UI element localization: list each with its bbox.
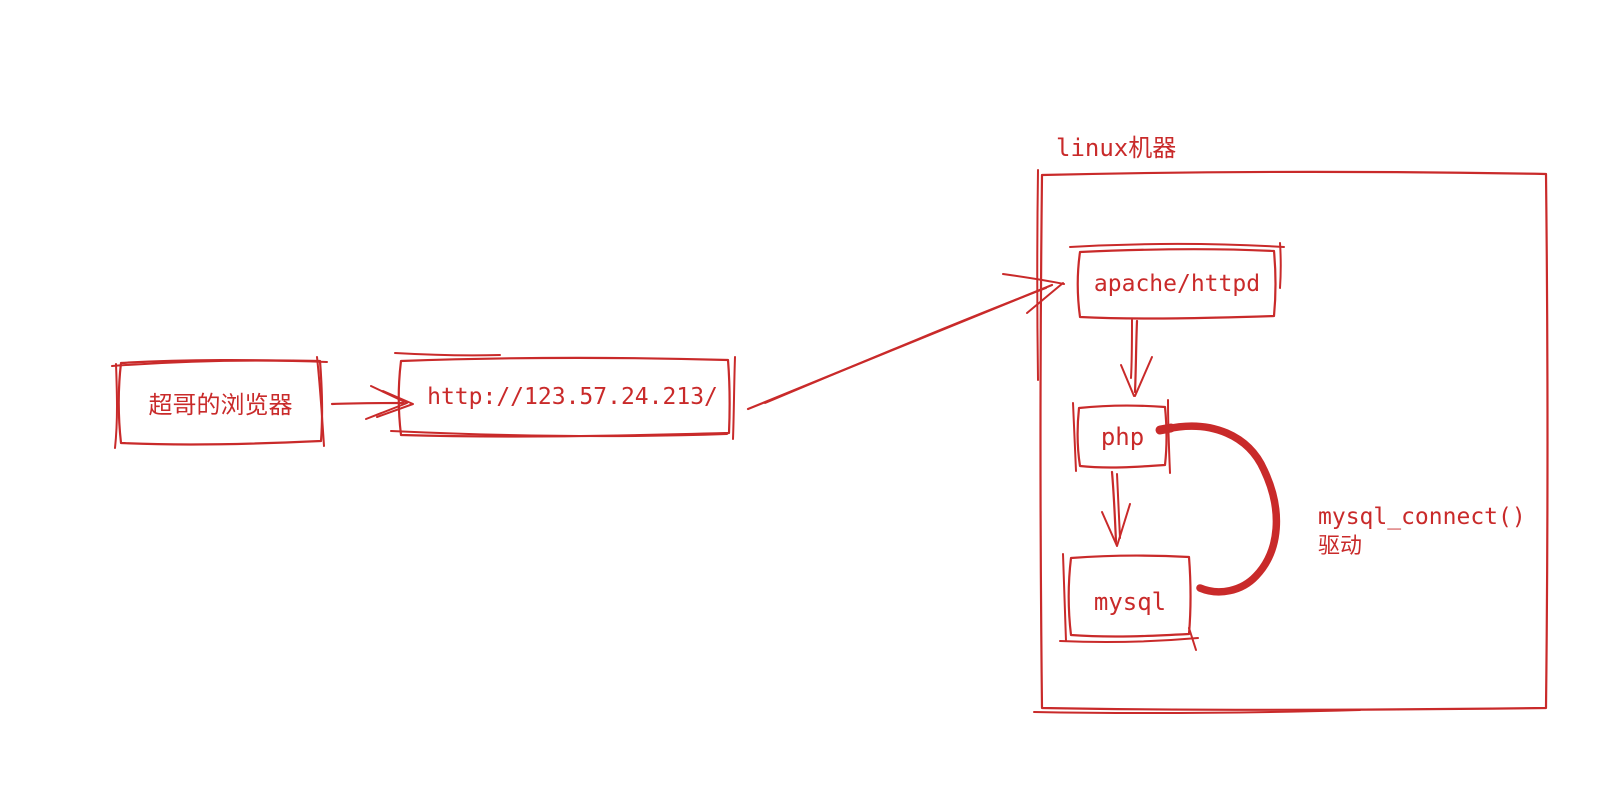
arrow-apache-to-php bbox=[1120, 319, 1153, 397]
mysql-label: mysql bbox=[1093, 588, 1167, 616]
url-label: http://123.57.24.213/ bbox=[427, 384, 718, 410]
arrow-apache-to-php-shaft-overdraw bbox=[1130, 319, 1133, 379]
arrow-url-to-apache bbox=[746, 273, 1065, 411]
php-box-outline bbox=[1076, 404, 1168, 469]
arrow-url-to-apache-shaft-overdraw bbox=[764, 287, 1047, 404]
browser-node-box bbox=[111, 356, 328, 449]
curve-php-to-mysql-stroke bbox=[1162, 422, 1281, 596]
linux-machine-title: linux机器 bbox=[1056, 133, 1177, 162]
apache-box-overdraw-right bbox=[1279, 242, 1282, 289]
arrow-php-to-mysql-shaft bbox=[1110, 470, 1118, 544]
curve-php-to-mysql bbox=[1155, 422, 1281, 596]
mysql-connect-annotation: mysql_connect() 驱动 bbox=[1318, 502, 1526, 562]
mysql-connect-annotation-line2: 驱动 bbox=[1318, 534, 1363, 559]
url-box-outline bbox=[397, 356, 731, 438]
url-node-box bbox=[390, 352, 736, 440]
arrow-url-to-apache-head-bottom bbox=[1026, 282, 1064, 314]
arrow-browser-to-url bbox=[330, 385, 414, 420]
apache-box-overdraw-top bbox=[1069, 243, 1285, 248]
arrow-php-to-mysql-head bbox=[1101, 503, 1131, 547]
mysql-box-outline bbox=[1067, 554, 1192, 638]
arrow-php-to-mysql-shaft-overdraw bbox=[1116, 473, 1121, 539]
url-box-overdraw-right bbox=[732, 356, 736, 440]
apache-label: apache/httpd bbox=[1093, 271, 1261, 297]
linux-box-outline bbox=[1039, 170, 1549, 711]
browser-box-overdraw-right bbox=[316, 356, 325, 447]
arrow-apache-to-php-shaft bbox=[1133, 319, 1139, 394]
linux-machine-box bbox=[1033, 169, 1549, 715]
arrow-url-to-apache-head-top bbox=[1002, 273, 1065, 285]
url-box-overdraw-top bbox=[394, 352, 501, 357]
linux-box-overdraw-bottom bbox=[1033, 709, 1361, 715]
php-box-overdraw-left bbox=[1072, 402, 1077, 472]
mysql-box-overdraw-bottom bbox=[1059, 637, 1199, 643]
arrow-browser-to-url-head-overdraw bbox=[376, 390, 414, 418]
arrow-apache-to-php-head bbox=[1120, 356, 1153, 397]
mysql-connect-annotation-line1: mysql_connect() bbox=[1318, 504, 1526, 530]
browser-box-overdraw-top bbox=[111, 359, 328, 367]
browser-box-overdraw-left bbox=[114, 363, 118, 449]
php-box-overdraw-right bbox=[1167, 399, 1171, 474]
linux-box-overdraw-left bbox=[1036, 169, 1039, 381]
url-box-overdraw-bottom bbox=[390, 430, 728, 438]
browser-label: 超哥的浏览器 bbox=[148, 390, 293, 419]
php-label: php bbox=[1100, 422, 1145, 451]
arrow-browser-to-url-shaft bbox=[330, 401, 405, 406]
mysql-box-overdraw-left bbox=[1062, 553, 1067, 642]
apache-node-box bbox=[1069, 242, 1285, 320]
mysql-node-box bbox=[1059, 553, 1199, 651]
mysql-box-overdraw-corner bbox=[1188, 627, 1197, 651]
php-node-box bbox=[1072, 399, 1171, 474]
apache-box-outline bbox=[1076, 248, 1277, 320]
arrow-php-to-mysql bbox=[1101, 470, 1131, 547]
